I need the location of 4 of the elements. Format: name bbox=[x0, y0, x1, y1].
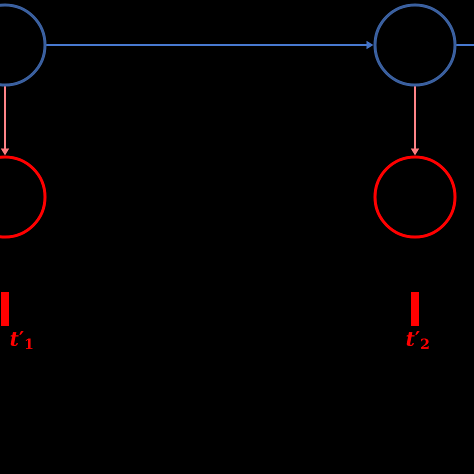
time-label: t′$_{2}$ bbox=[406, 331, 429, 349]
circle-node bbox=[374, 156, 456, 238]
time-label: t′$_{1}$ bbox=[10, 331, 32, 349]
circle-node bbox=[374, 4, 456, 86]
